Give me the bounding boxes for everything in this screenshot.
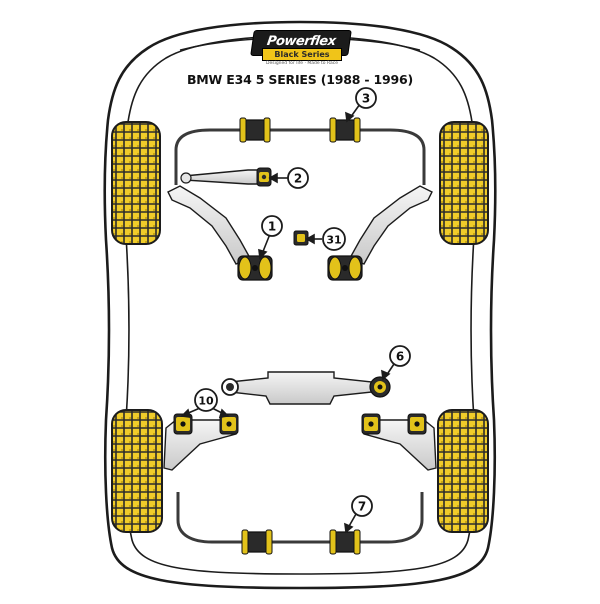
vehicle-model-title: BMW E34 5 SERIES (1988 - 1996) (186, 72, 414, 87)
front-wishbone-bushing-right (327, 255, 363, 281)
leader-lines (180, 103, 395, 534)
callout-2-label: 2 (294, 172, 302, 186)
rear-trailing-arm-bushing-inner-right (361, 413, 381, 435)
callout-3: 3 (355, 87, 377, 109)
rear-diff-mount-bushing (369, 376, 391, 398)
callout-10-label: 10 (198, 395, 214, 408)
callout-10: 10 (194, 388, 218, 412)
logo-tagline: Designed for life · Made to Race (265, 61, 339, 66)
front-wishbone-bushing-left (237, 255, 273, 281)
rear-trailing-arm-bushing-inner-left (219, 413, 239, 435)
rear-trailing-arm-bushing-outer-right (407, 413, 427, 435)
callout-31-label: 31 (326, 234, 341, 247)
rear-left-tyre (111, 409, 163, 533)
black-series-badge: Black Series (262, 48, 342, 61)
rear-right-tyre (437, 409, 489, 533)
callout-7-label: 7 (358, 500, 366, 514)
car-body-outline (103, 20, 497, 590)
callout-7: 7 (351, 495, 373, 517)
radius-arm-bushing (256, 167, 272, 187)
callout-3-label: 3 (362, 92, 370, 106)
rear-trailing-arm-bushing-outer-left (173, 413, 193, 435)
callout-2: 2 (287, 167, 309, 189)
callout-6-label: 6 (396, 350, 404, 364)
front-right-tyre (439, 121, 489, 245)
small-bushing-31 (293, 230, 309, 246)
front-left-tyre (111, 121, 161, 245)
rear-arb-bushing-left (241, 529, 273, 555)
callout-6: 6 (389, 345, 411, 367)
front-arb-bushing-right (329, 117, 361, 143)
front-anti-roll-bar (174, 128, 426, 185)
rear-anti-roll-bar (176, 492, 424, 544)
callout-1-label: 1 (268, 220, 276, 234)
callout-1: 1 (261, 215, 283, 237)
front-radius-arm (180, 169, 259, 185)
callout-31: 31 (322, 227, 346, 251)
front-arb-bushing-left (239, 117, 271, 143)
rear-arb-bushing-right (329, 529, 361, 555)
